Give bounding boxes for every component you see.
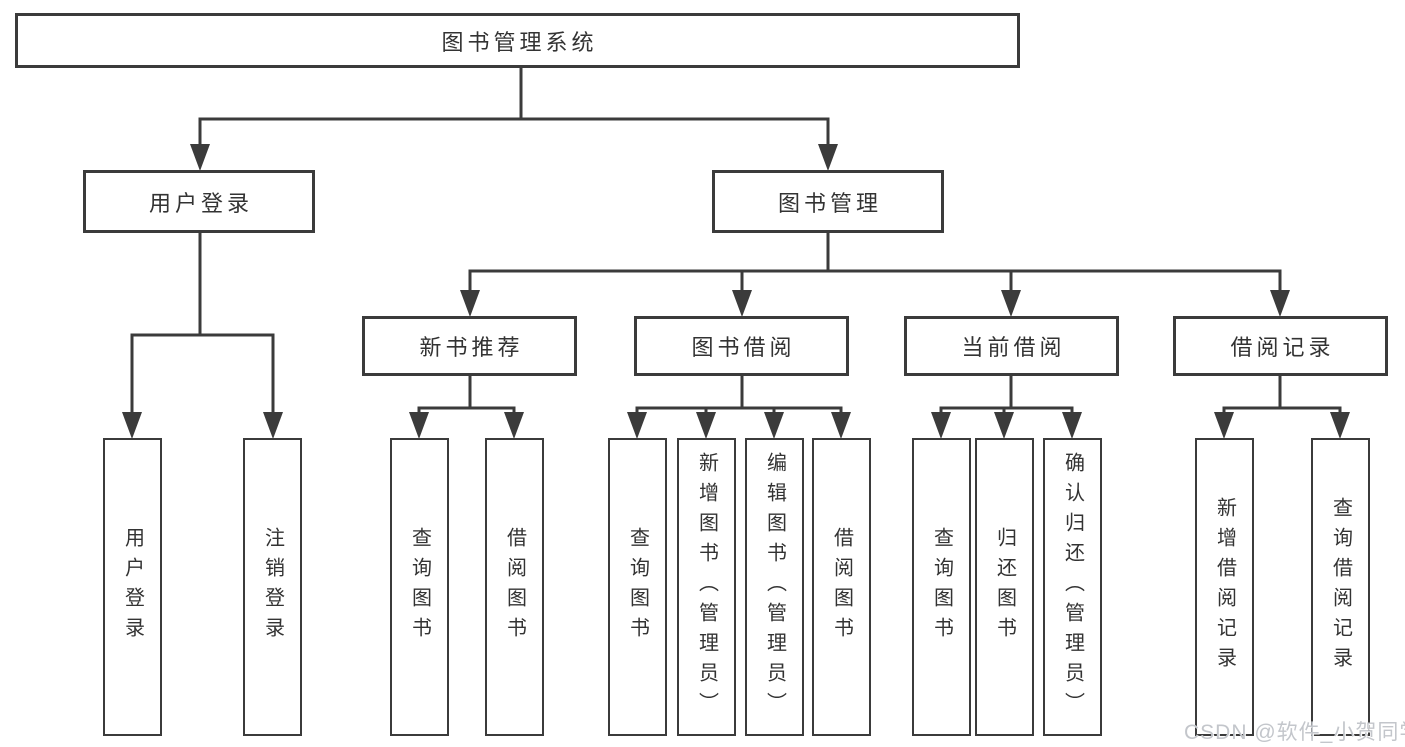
node-leaf-rec-query-books: 查询图书 xyxy=(390,438,449,736)
node-book-borrowing: 图书借阅 xyxy=(634,316,849,376)
arrowheads xyxy=(122,144,1350,439)
node-borrowing-records-label: 借阅记录 xyxy=(1230,335,1335,360)
node-leaf-rec-borrow-books-label: 借阅图书 xyxy=(503,527,526,647)
node-book-borrowing-label: 图书借阅 xyxy=(691,335,796,360)
node-leaf-bb-borrow-books-label: 借阅图书 xyxy=(830,527,853,647)
node-leaf-bb-query-books: 查询图书 xyxy=(608,438,667,736)
node-leaf-user-login-label: 用户登录 xyxy=(121,527,144,647)
node-leaf-cb-return-books-label: 归还图书 xyxy=(993,527,1016,647)
node-root-label: 图书管理系统 xyxy=(441,29,598,55)
node-current-borrowing: 当前借阅 xyxy=(904,316,1119,376)
node-leaf-cb-query-books-label: 查询图书 xyxy=(930,527,953,647)
node-leaf-rec-query-books-label: 查询图书 xyxy=(408,527,431,647)
node-user-login: 用户登录 xyxy=(83,170,315,233)
node-leaf-cb-return-books: 归还图书 xyxy=(975,438,1034,736)
node-leaf-br-query-record-label: 查询借阅记录 xyxy=(1329,497,1352,677)
node-leaf-logout: 注销登录 xyxy=(243,438,302,736)
node-leaf-cb-confirm-return-admin: 确认归还（管理员） xyxy=(1043,438,1102,736)
node-leaf-bb-borrow-books: 借阅图书 xyxy=(812,438,871,736)
node-leaf-bb-query-books-label: 查询图书 xyxy=(626,527,649,647)
tree-line-segments xyxy=(130,66,1342,416)
arrowhead-triangles xyxy=(122,144,1350,439)
node-leaf-bb-edit-books-admin-label: 编辑图书（管理员） xyxy=(763,452,786,722)
connector-lines xyxy=(130,66,1342,416)
node-root: 图书管理系统 xyxy=(15,13,1020,68)
node-leaf-user-login: 用户登录 xyxy=(103,438,162,736)
node-current-borrowing-label: 当前借阅 xyxy=(961,335,1066,360)
node-leaf-bb-add-books-admin-label: 新增图书（管理员） xyxy=(695,452,718,722)
node-leaf-logout-label: 注销登录 xyxy=(261,527,284,647)
node-leaf-br-query-record: 查询借阅记录 xyxy=(1311,438,1370,736)
node-leaf-cb-query-books: 查询图书 xyxy=(912,438,971,736)
node-borrowing-records: 借阅记录 xyxy=(1173,316,1388,376)
node-leaf-br-add-record-label: 新增借阅记录 xyxy=(1213,497,1236,677)
node-leaf-rec-borrow-books: 借阅图书 xyxy=(485,438,544,736)
node-leaf-cb-confirm-return-admin-label: 确认归还（管理员） xyxy=(1061,452,1084,722)
node-leaf-bb-edit-books-admin: 编辑图书（管理员） xyxy=(745,438,804,736)
node-book-management-label: 图书管理 xyxy=(777,190,882,216)
node-book-management: 图书管理 xyxy=(712,170,944,233)
node-user-login-label: 用户登录 xyxy=(148,190,253,216)
node-leaf-br-add-record: 新增借阅记录 xyxy=(1195,438,1254,736)
watermark: CSDN @软件_小贺同学 xyxy=(1184,721,1405,744)
node-leaf-bb-add-books-admin: 新增图书（管理员） xyxy=(677,438,736,736)
node-new-book-recommend-label: 新书推荐 xyxy=(419,335,524,360)
node-new-book-recommend: 新书推荐 xyxy=(362,316,577,376)
